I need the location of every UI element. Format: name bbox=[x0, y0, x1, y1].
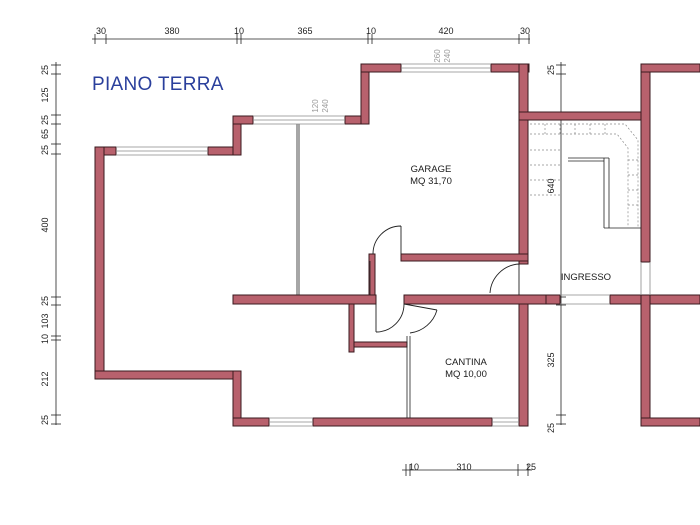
door-garage bbox=[372, 225, 402, 255]
windows bbox=[116, 63, 651, 427]
bottom-dimension-chain: 10 310 25 bbox=[402, 462, 536, 476]
wall-right-bottom bbox=[640, 417, 700, 427]
door-cantina bbox=[375, 303, 405, 333]
room-garage-name: GARAGE bbox=[411, 164, 452, 175]
wall-cantina-shelf bbox=[348, 341, 408, 348]
wall-right-top bbox=[640, 63, 700, 73]
window-note-left-bottom: 240 bbox=[321, 99, 330, 113]
wall-left-upper-top bbox=[232, 115, 254, 125]
partitions bbox=[296, 124, 641, 418]
dim-top-6: 30 bbox=[520, 26, 530, 36]
wall-right-upper bbox=[640, 63, 651, 263]
wall-left-bottom bbox=[94, 370, 242, 380]
wall-right-mid bbox=[609, 294, 700, 305]
window-note-garage-top: 260 bbox=[433, 49, 442, 63]
dim-left-5: 400 bbox=[40, 217, 50, 232]
dim-left-9: 212 bbox=[40, 371, 50, 386]
window-note-left-top: 120 bbox=[311, 99, 320, 113]
dim-left-1: 125 bbox=[40, 87, 50, 102]
dim-top-5: 420 bbox=[438, 26, 453, 36]
dim-top-2: 10 bbox=[234, 26, 244, 36]
wall-stair-top bbox=[518, 111, 644, 121]
dim-left-3: 65 bbox=[40, 129, 50, 139]
stairs bbox=[530, 123, 639, 228]
wall-garage-left-upper bbox=[360, 63, 370, 125]
dim-right-2: 325 bbox=[546, 352, 556, 367]
dim-right-3: 25 bbox=[546, 423, 556, 433]
right-dimension-chain: 25 640 325 25 bbox=[546, 62, 566, 433]
wall-garage-bottom bbox=[400, 253, 529, 262]
wall-bottom-left bbox=[232, 417, 270, 427]
wall-mid-left bbox=[232, 294, 377, 305]
dim-right-1: 640 bbox=[546, 178, 556, 193]
dim-left-6: 25 bbox=[40, 296, 50, 306]
door-ingresso bbox=[489, 263, 520, 295]
top-dimension-chain: 30 380 10 365 10 420 30 bbox=[92, 26, 530, 44]
left-dimension-chain: 25 125 25 65 25 400 25 103 10 212 25 bbox=[40, 62, 61, 425]
dim-right-0: 25 bbox=[546, 65, 556, 75]
dim-bottom-0: 10 bbox=[409, 462, 419, 472]
window-notes: 260 240 120 240 bbox=[311, 49, 452, 113]
wall-left-outer bbox=[94, 146, 105, 380]
plan-title: PIANO TERRA bbox=[92, 74, 224, 95]
wall-right-lower bbox=[640, 294, 651, 427]
dim-left-0: 25 bbox=[40, 65, 50, 75]
dim-bottom-2: 25 bbox=[526, 462, 536, 472]
doors bbox=[372, 225, 520, 334]
dim-bottom-1: 310 bbox=[456, 462, 471, 472]
wall-cantina-stub bbox=[348, 303, 355, 353]
dim-left-10: 25 bbox=[40, 415, 50, 425]
walls bbox=[94, 63, 700, 427]
room-cantina-name: CANTINA bbox=[445, 357, 487, 368]
dim-top-3: 365 bbox=[297, 26, 312, 36]
wall-ingresso-stub bbox=[545, 294, 561, 305]
door-cantina-leaf bbox=[403, 303, 438, 334]
wall-mid-right bbox=[403, 294, 561, 305]
wall-cantina-right bbox=[518, 299, 529, 427]
wall-bottom-mid bbox=[312, 417, 493, 427]
dim-left-7: 103 bbox=[40, 313, 50, 328]
room-cantina-area: MQ 10,00 bbox=[445, 369, 487, 380]
dim-left-2: 25 bbox=[40, 115, 50, 125]
room-garage-area: MQ 31,70 bbox=[410, 176, 452, 187]
wall-garage-top-left bbox=[360, 63, 402, 73]
room-ingresso-name: INGRESSO bbox=[561, 272, 611, 283]
window-note-garage-bottom: 240 bbox=[443, 49, 452, 63]
wall-garage-right bbox=[518, 63, 529, 265]
dim-top-0: 30 bbox=[96, 26, 106, 36]
dim-left-8: 10 bbox=[40, 334, 50, 344]
dim-left-4: 25 bbox=[40, 145, 50, 155]
dim-top-4: 10 bbox=[366, 26, 376, 36]
dim-top-1: 380 bbox=[164, 26, 179, 36]
